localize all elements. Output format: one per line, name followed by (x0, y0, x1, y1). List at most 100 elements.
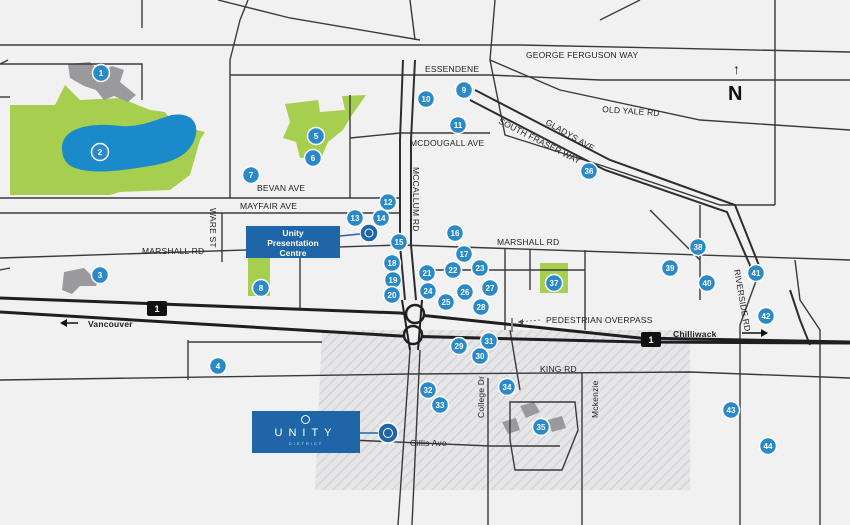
map-marker[interactable]: 34 (497, 377, 517, 397)
map-marker[interactable]: 22 (443, 260, 463, 280)
label-gillis: Gillis Ave (410, 438, 447, 448)
label-mccallum: MCCALLUM RD (411, 167, 421, 232)
map-marker[interactable]: 29 (449, 336, 469, 356)
map-marker-dot (455, 282, 475, 302)
map-marker[interactable]: 36 (579, 161, 599, 181)
building-35a (520, 402, 540, 418)
map-marker-dot (544, 273, 564, 293)
map-marker[interactable]: 14 (371, 208, 391, 228)
map-marker[interactable]: 35 (531, 417, 551, 437)
unity-district-logo[interactable]: UNITY DISTRICT (252, 411, 360, 453)
map-marker[interactable]: 42 (756, 306, 776, 326)
presentation-centre-line1: Unity (282, 227, 304, 238)
map-marker[interactable]: 26 (455, 282, 475, 302)
unity-district-pin[interactable] (377, 422, 399, 444)
map-marker-dot (251, 278, 271, 298)
map-marker-dot (306, 126, 326, 146)
map-marker-dot (436, 292, 456, 312)
map-marker[interactable]: 41 (746, 263, 766, 283)
map-marker-dot (448, 115, 468, 135)
map-marker[interactable]: 1 (91, 63, 111, 83)
map-marker[interactable]: 18 (382, 253, 402, 273)
map-marker-dot (430, 395, 450, 415)
map-marker[interactable]: 19 (383, 270, 403, 290)
map-marker[interactable]: 32 (418, 380, 438, 400)
map-marker[interactable]: 28 (471, 297, 491, 317)
map-marker-number: 41 (752, 269, 761, 278)
map-marker[interactable]: 3 (90, 265, 110, 285)
map-marker[interactable]: 43 (721, 400, 741, 420)
map-marker[interactable]: 7 (241, 165, 261, 185)
map-marker-number: 34 (503, 383, 512, 392)
map-marker[interactable]: 4 (208, 356, 228, 376)
map-marker-number: 28 (477, 303, 486, 312)
building-35c (548, 416, 566, 432)
map-marker-dot (480, 278, 500, 298)
map-marker[interactable]: 13 (345, 208, 365, 228)
map-marker-number: 6 (311, 154, 316, 163)
map-marker[interactable]: 20 (382, 285, 402, 305)
map-marker-number: 9 (462, 86, 467, 95)
overpass-arrow-icon (518, 319, 523, 325)
map-marker-number: 35 (537, 423, 546, 432)
map-marker-number: 2 (98, 148, 103, 157)
label-pedestrian-overpass: PEDESTRIAN OVERPASS (546, 315, 653, 325)
map-marker[interactable]: 10 (416, 89, 436, 109)
map-marker-dot (382, 285, 402, 305)
label-bevan: BEVAN AVE (257, 183, 305, 193)
label-marshall-east: MARSHALL RD (497, 237, 559, 247)
map-marker[interactable]: 24 (418, 281, 438, 301)
map-marker[interactable]: 6 (303, 148, 323, 168)
map-marker-number: 38 (694, 243, 703, 252)
map-marker-number: 36 (585, 167, 594, 176)
presentation-centre-pin[interactable] (359, 223, 379, 243)
map-marker-dot (688, 237, 708, 257)
highway-shield-west-number: 1 (154, 304, 159, 314)
map-marker-dot (90, 142, 110, 162)
map-marker-dot (345, 208, 365, 228)
map-marker-number: 31 (485, 337, 494, 346)
map-marker-number: 12 (384, 198, 393, 207)
presentation-centre-label[interactable]: Unity Presentation Centre (246, 226, 340, 258)
map-marker[interactable]: 23 (470, 258, 490, 278)
map-marker[interactable]: 37 (544, 273, 564, 293)
map-marker[interactable]: 5 (306, 126, 326, 146)
map-marker[interactable]: 21 (417, 263, 437, 283)
map-marker[interactable]: 44 (758, 436, 778, 456)
map-marker[interactable]: 31 (479, 331, 499, 351)
map-marker[interactable]: 12 (378, 192, 398, 212)
label-george-ferguson: GEORGE FERGUSON WAY (526, 50, 639, 60)
map-marker[interactable]: 30 (470, 346, 490, 366)
label-essendene: ESSENDENE (425, 64, 479, 74)
map-marker-number: 29 (455, 342, 464, 351)
map-marker[interactable]: 9 (454, 80, 474, 100)
label-chilliwack: Chilliwack (673, 329, 717, 339)
map-marker[interactable]: 15 (389, 232, 409, 252)
map-marker-number: 44 (764, 442, 773, 451)
label-mcdougall: MCDOUGALL AVE (410, 138, 485, 148)
map-marker-number: 11 (454, 121, 463, 130)
map-marker[interactable]: 25 (436, 292, 456, 312)
north-arrow-icon: ↑ (733, 61, 740, 77)
map-marker-dot (90, 265, 110, 285)
map-marker-dot (746, 263, 766, 283)
map-marker[interactable]: 39 (660, 258, 680, 278)
map-marker-number: 20 (388, 291, 397, 300)
map-marker-dot (470, 346, 490, 366)
map-marker[interactable]: 11 (448, 115, 468, 135)
map-marker[interactable]: 33 (430, 395, 450, 415)
map-marker-number: 43 (727, 406, 736, 415)
north-label: N (728, 83, 743, 105)
map-marker[interactable]: 27 (480, 278, 500, 298)
map-marker[interactable]: 38 (688, 237, 708, 257)
map-marker[interactable]: 17 (454, 244, 474, 264)
map-marker[interactable]: 40 (697, 273, 717, 293)
map-marker[interactable]: 16 (445, 223, 465, 243)
map-marker[interactable]: 2 (90, 142, 110, 162)
map-marker-dot (454, 244, 474, 264)
map-marker[interactable]: 8 (251, 278, 271, 298)
vancouver-arrowhead-icon (60, 319, 67, 327)
map-marker-number: 4 (216, 362, 221, 371)
